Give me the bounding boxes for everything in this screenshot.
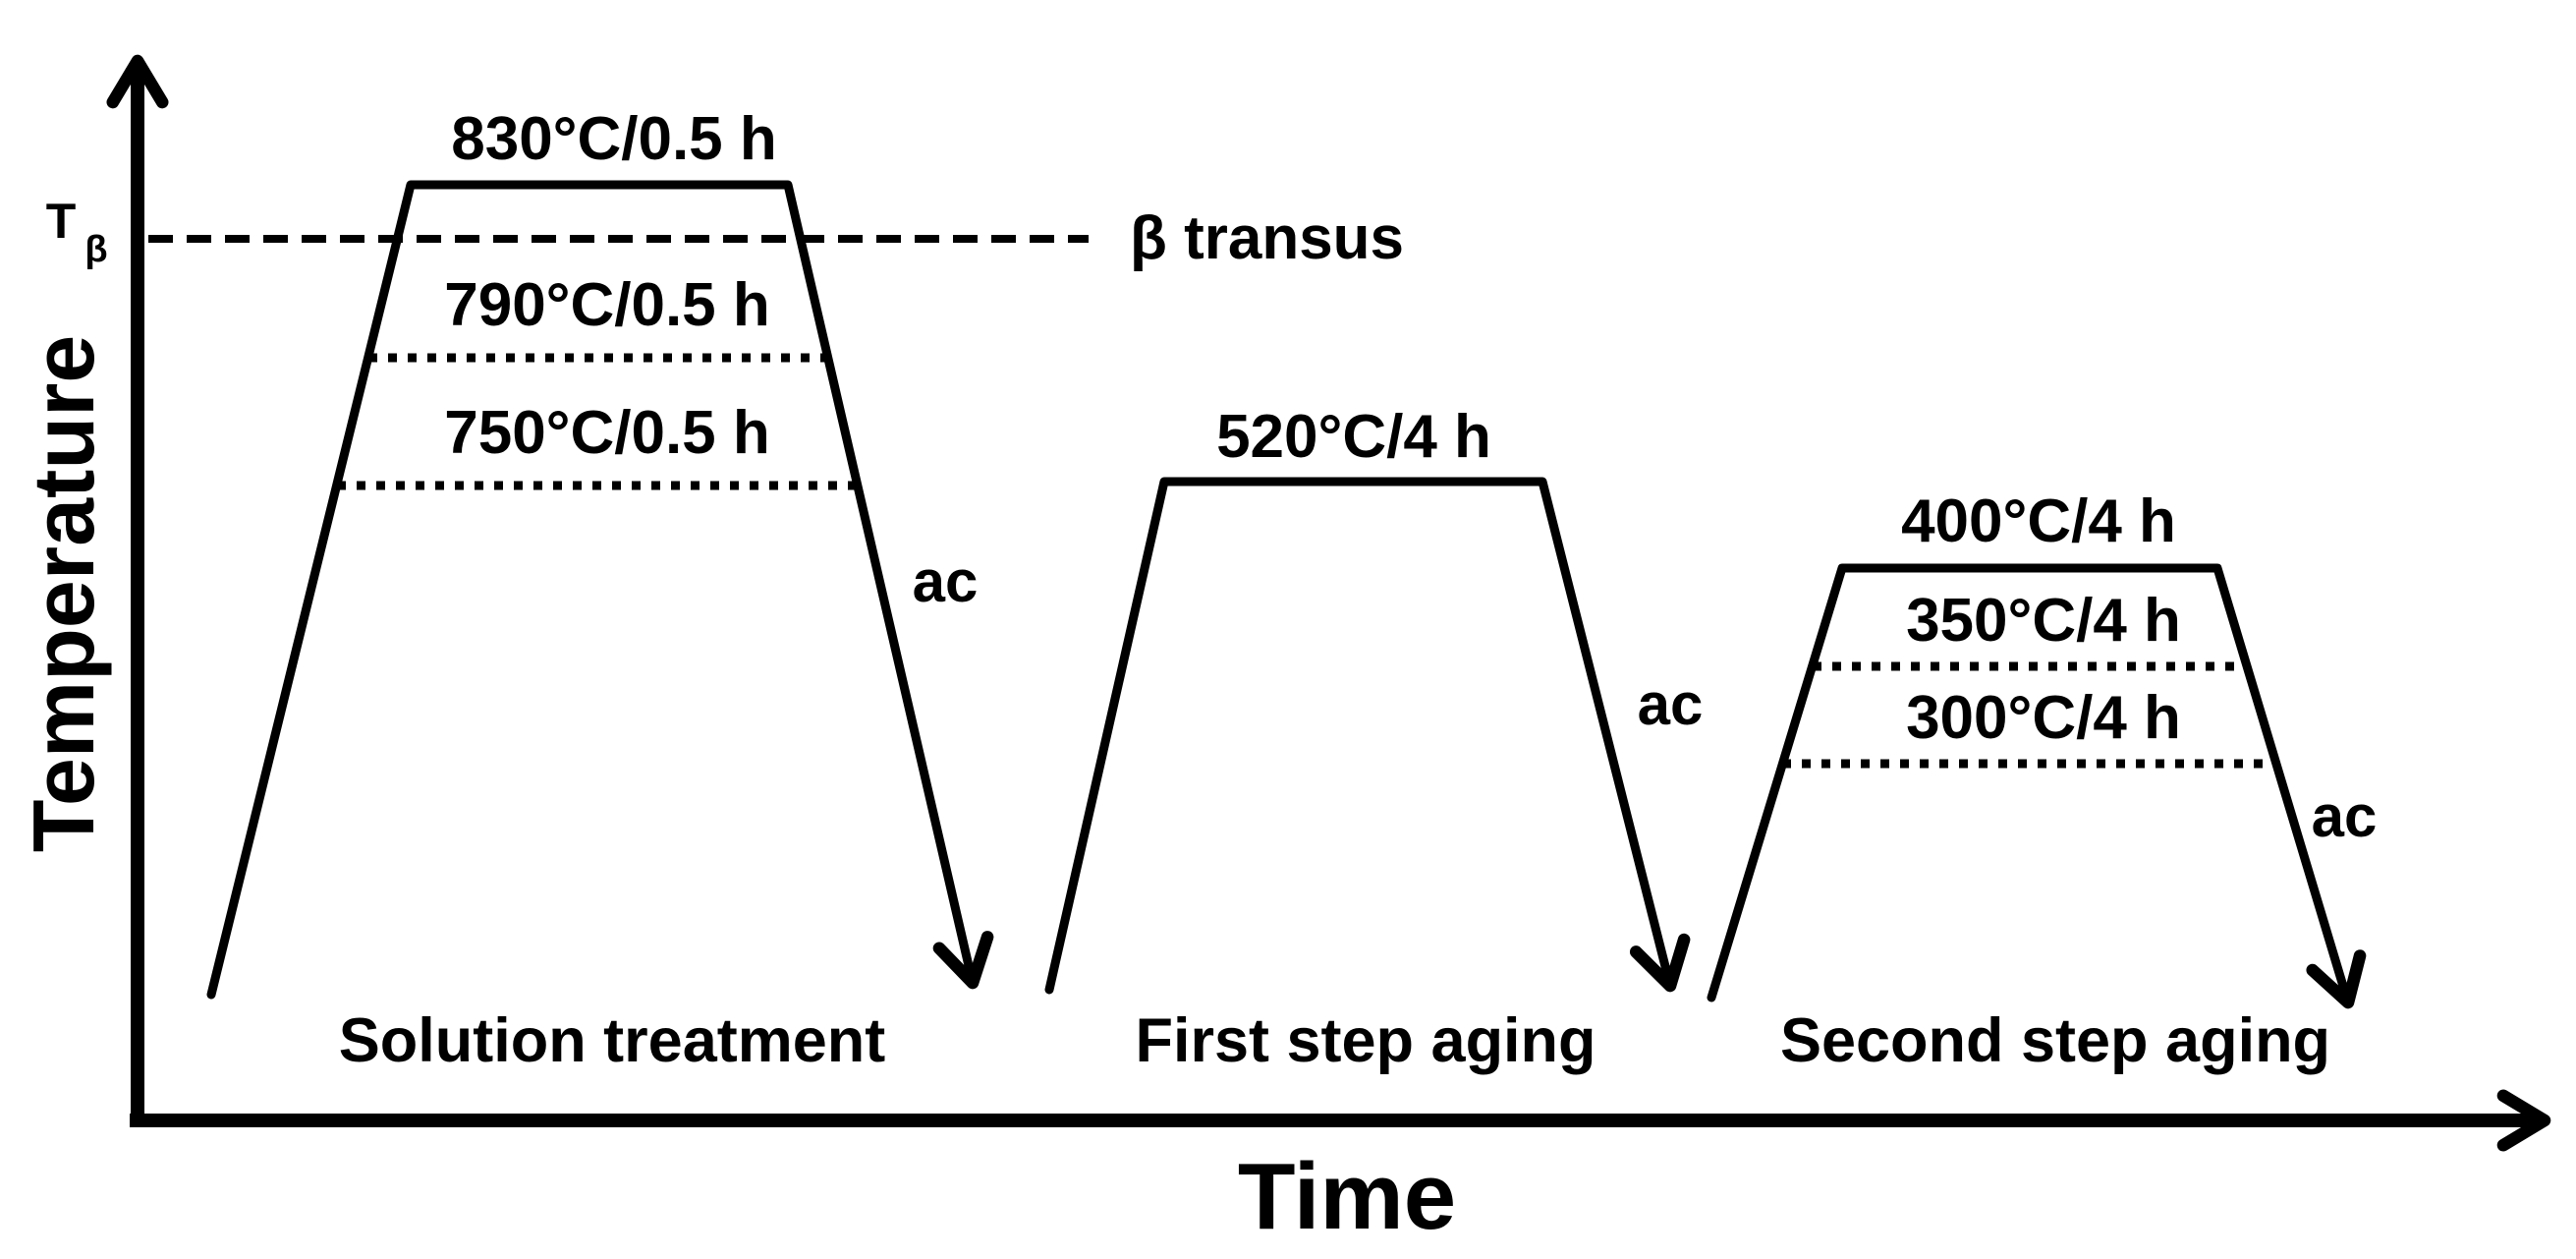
hold-790-label: 790°C/0.5 h (444, 271, 770, 339)
beta-transus-label: β transus (1130, 204, 1404, 272)
stage-solution-treatment: 830°C/0.5 h 790°C/0.5 h 750°C/0.5 h ac S… (206, 105, 994, 1075)
air-cool-label-1: ac (913, 548, 979, 614)
hold-400-label: 400°C/4 h (1901, 487, 2176, 555)
t-beta-label: T (46, 194, 77, 249)
hold-830-label: 830°C/0.5 h (451, 105, 777, 173)
hold-300-label: 300°C/4 h (1906, 684, 2181, 752)
stage-name-second-step-aging: Second step aging (1780, 1006, 2330, 1075)
first-step-aging-profile (1044, 477, 1691, 995)
stage-name-first-step-aging: First step aging (1135, 1006, 1596, 1075)
hold-520-label: 520°C/4 h (1216, 403, 1491, 471)
second-step-aging-profile (1707, 563, 2367, 1009)
y-axis-label: Temperature (15, 335, 112, 853)
hold-750-label: 750°C/0.5 h (444, 399, 770, 467)
stage-first-step-aging: 520°C/4 h ac First step aging (1044, 403, 1704, 1075)
solution-treatment-profile (206, 180, 994, 1000)
stage-name-solution-treatment: Solution treatment (339, 1006, 886, 1075)
stage-second-step-aging: 400°C/4 h 350°C/4 h 300°C/4 h ac Second … (1707, 487, 2378, 1075)
air-cool-label-2: ac (1638, 671, 1704, 737)
x-axis-label: Time (1238, 1144, 1456, 1249)
t-beta-subscript: β (84, 229, 107, 270)
hold-350-label: 350°C/4 h (1906, 587, 2181, 655)
air-cool-label-3: ac (2312, 783, 2378, 849)
